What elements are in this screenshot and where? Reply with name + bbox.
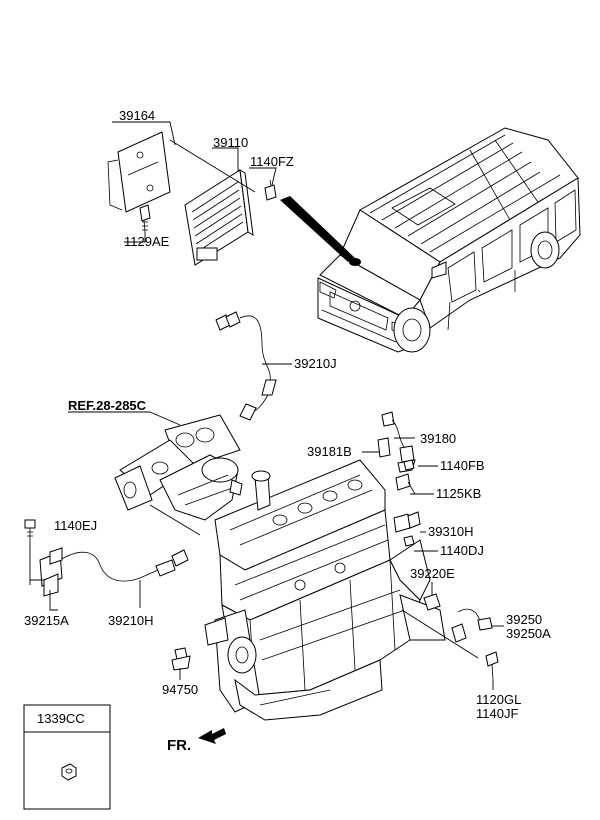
label-39250: 39250 [506, 612, 542, 627]
sensor-bracket-39181B [377, 437, 391, 458]
label-1140EJ: 1140EJ [54, 518, 97, 533]
label-1140FZ: 1140FZ [250, 154, 294, 169]
exhaust-manifold [114, 414, 243, 521]
oxygen-sensor-39210J [215, 311, 277, 421]
label-39310H: 39310H [428, 524, 474, 539]
cmp-sensor-39180 [381, 411, 416, 473]
bolt-1140DJ [403, 535, 415, 547]
label-1140FB: 1140FB [440, 458, 485, 473]
front-label: FR. [167, 737, 191, 754]
label-39164: 39164 [119, 108, 155, 123]
label-1125KB: 1125KB [436, 486, 481, 501]
location-pointer [280, 196, 355, 262]
pressure-sensor-94750 [171, 647, 191, 671]
label-1129AE: 1129AE [124, 234, 170, 249]
label-39110: 39110 [213, 135, 248, 150]
label-1140JF: 1140JF [476, 706, 518, 721]
van-illustration [317, 127, 581, 353]
label-39180: 39180 [420, 431, 456, 446]
front-arrow-icon [198, 728, 226, 744]
bolt-1140FB [403, 459, 415, 471]
bolt-1129AE [139, 204, 151, 233]
bolt-1120GL [485, 651, 499, 681]
temp-sensor-39250 [451, 608, 493, 643]
bolt-1140FZ [264, 179, 277, 201]
label-39210H: 39210H [108, 613, 154, 628]
ecu-module-39110 [184, 169, 254, 266]
ckp-sensor-39310H [393, 511, 421, 533]
label-1120GL: 1120GL [476, 692, 521, 707]
engine-block [204, 459, 446, 721]
nut-icon [61, 763, 77, 781]
label-1339CC: 1339CC [37, 711, 85, 726]
label-1140DJ: 1140DJ [440, 543, 484, 558]
oxygen-sensor-39210H [49, 547, 189, 582]
label-39220E: 39220E [410, 566, 455, 581]
label-ref-28-285C: REF.28-285C [68, 398, 147, 413]
bolt-1125KB [395, 473, 416, 495]
ecu-bracket-39164 [107, 131, 171, 213]
label-39181B: 39181B [307, 444, 352, 459]
part-box-1339CC: 1339CC [23, 704, 111, 810]
label-39210J: 39210J [294, 356, 337, 371]
bolt-1140EJ [24, 519, 36, 542]
label-39215A: 39215A [24, 613, 69, 628]
label-39250A: 39250A [506, 626, 551, 641]
label-94750: 94750 [162, 682, 198, 697]
